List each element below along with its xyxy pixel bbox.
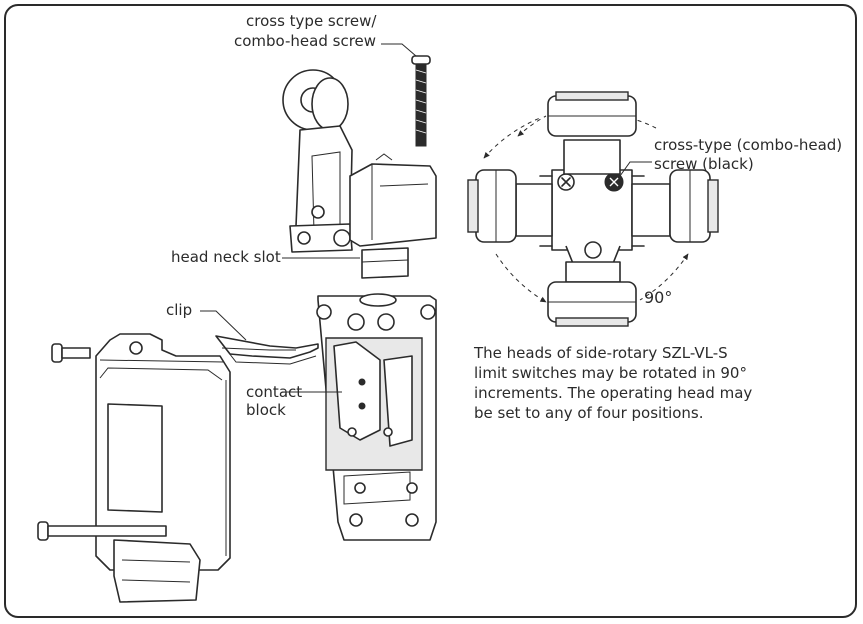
cover-screw-bottom <box>37 521 167 541</box>
label-cross-type-screw-line2: combo-head screw <box>234 32 377 50</box>
rotation-diagram <box>467 91 719 327</box>
label-contact-line1: contact <box>246 383 303 401</box>
combo-head-screw <box>411 55 431 147</box>
clip <box>215 335 319 365</box>
label-cross-type-black-line2: screw (black) <box>654 155 754 173</box>
label-head-neck-slot: head neck slot <box>171 248 281 266</box>
switch-body <box>316 293 437 541</box>
label-rotation-angle: 90° <box>644 288 673 307</box>
note-line-1: The heads of side-rotary SZL-VL-S <box>474 344 728 362</box>
label-cross-type-black-line1: cross-type (combo-head) <box>654 136 843 154</box>
label-cross-type-screw-line1: cross type screw/ <box>246 12 377 30</box>
diagram-frame <box>4 4 857 618</box>
note-line-2: limit switches may be rotated in 90° <box>474 364 747 382</box>
note-line-3: increments. The operating head may <box>474 384 753 402</box>
label-clip: clip <box>166 301 193 319</box>
cover-plate <box>95 333 231 603</box>
rotation-note: The heads of side-rotary SZL-VL-S limit … <box>474 343 774 423</box>
label-contact-line2: block <box>246 401 286 419</box>
operating-head <box>282 69 437 279</box>
black-screw-leader <box>619 161 652 177</box>
cover-screw-top <box>51 343 91 363</box>
clip-leader <box>200 310 247 341</box>
note-line-4: be set to any of four positions. <box>474 404 704 422</box>
screw-leader-line <box>381 43 417 57</box>
